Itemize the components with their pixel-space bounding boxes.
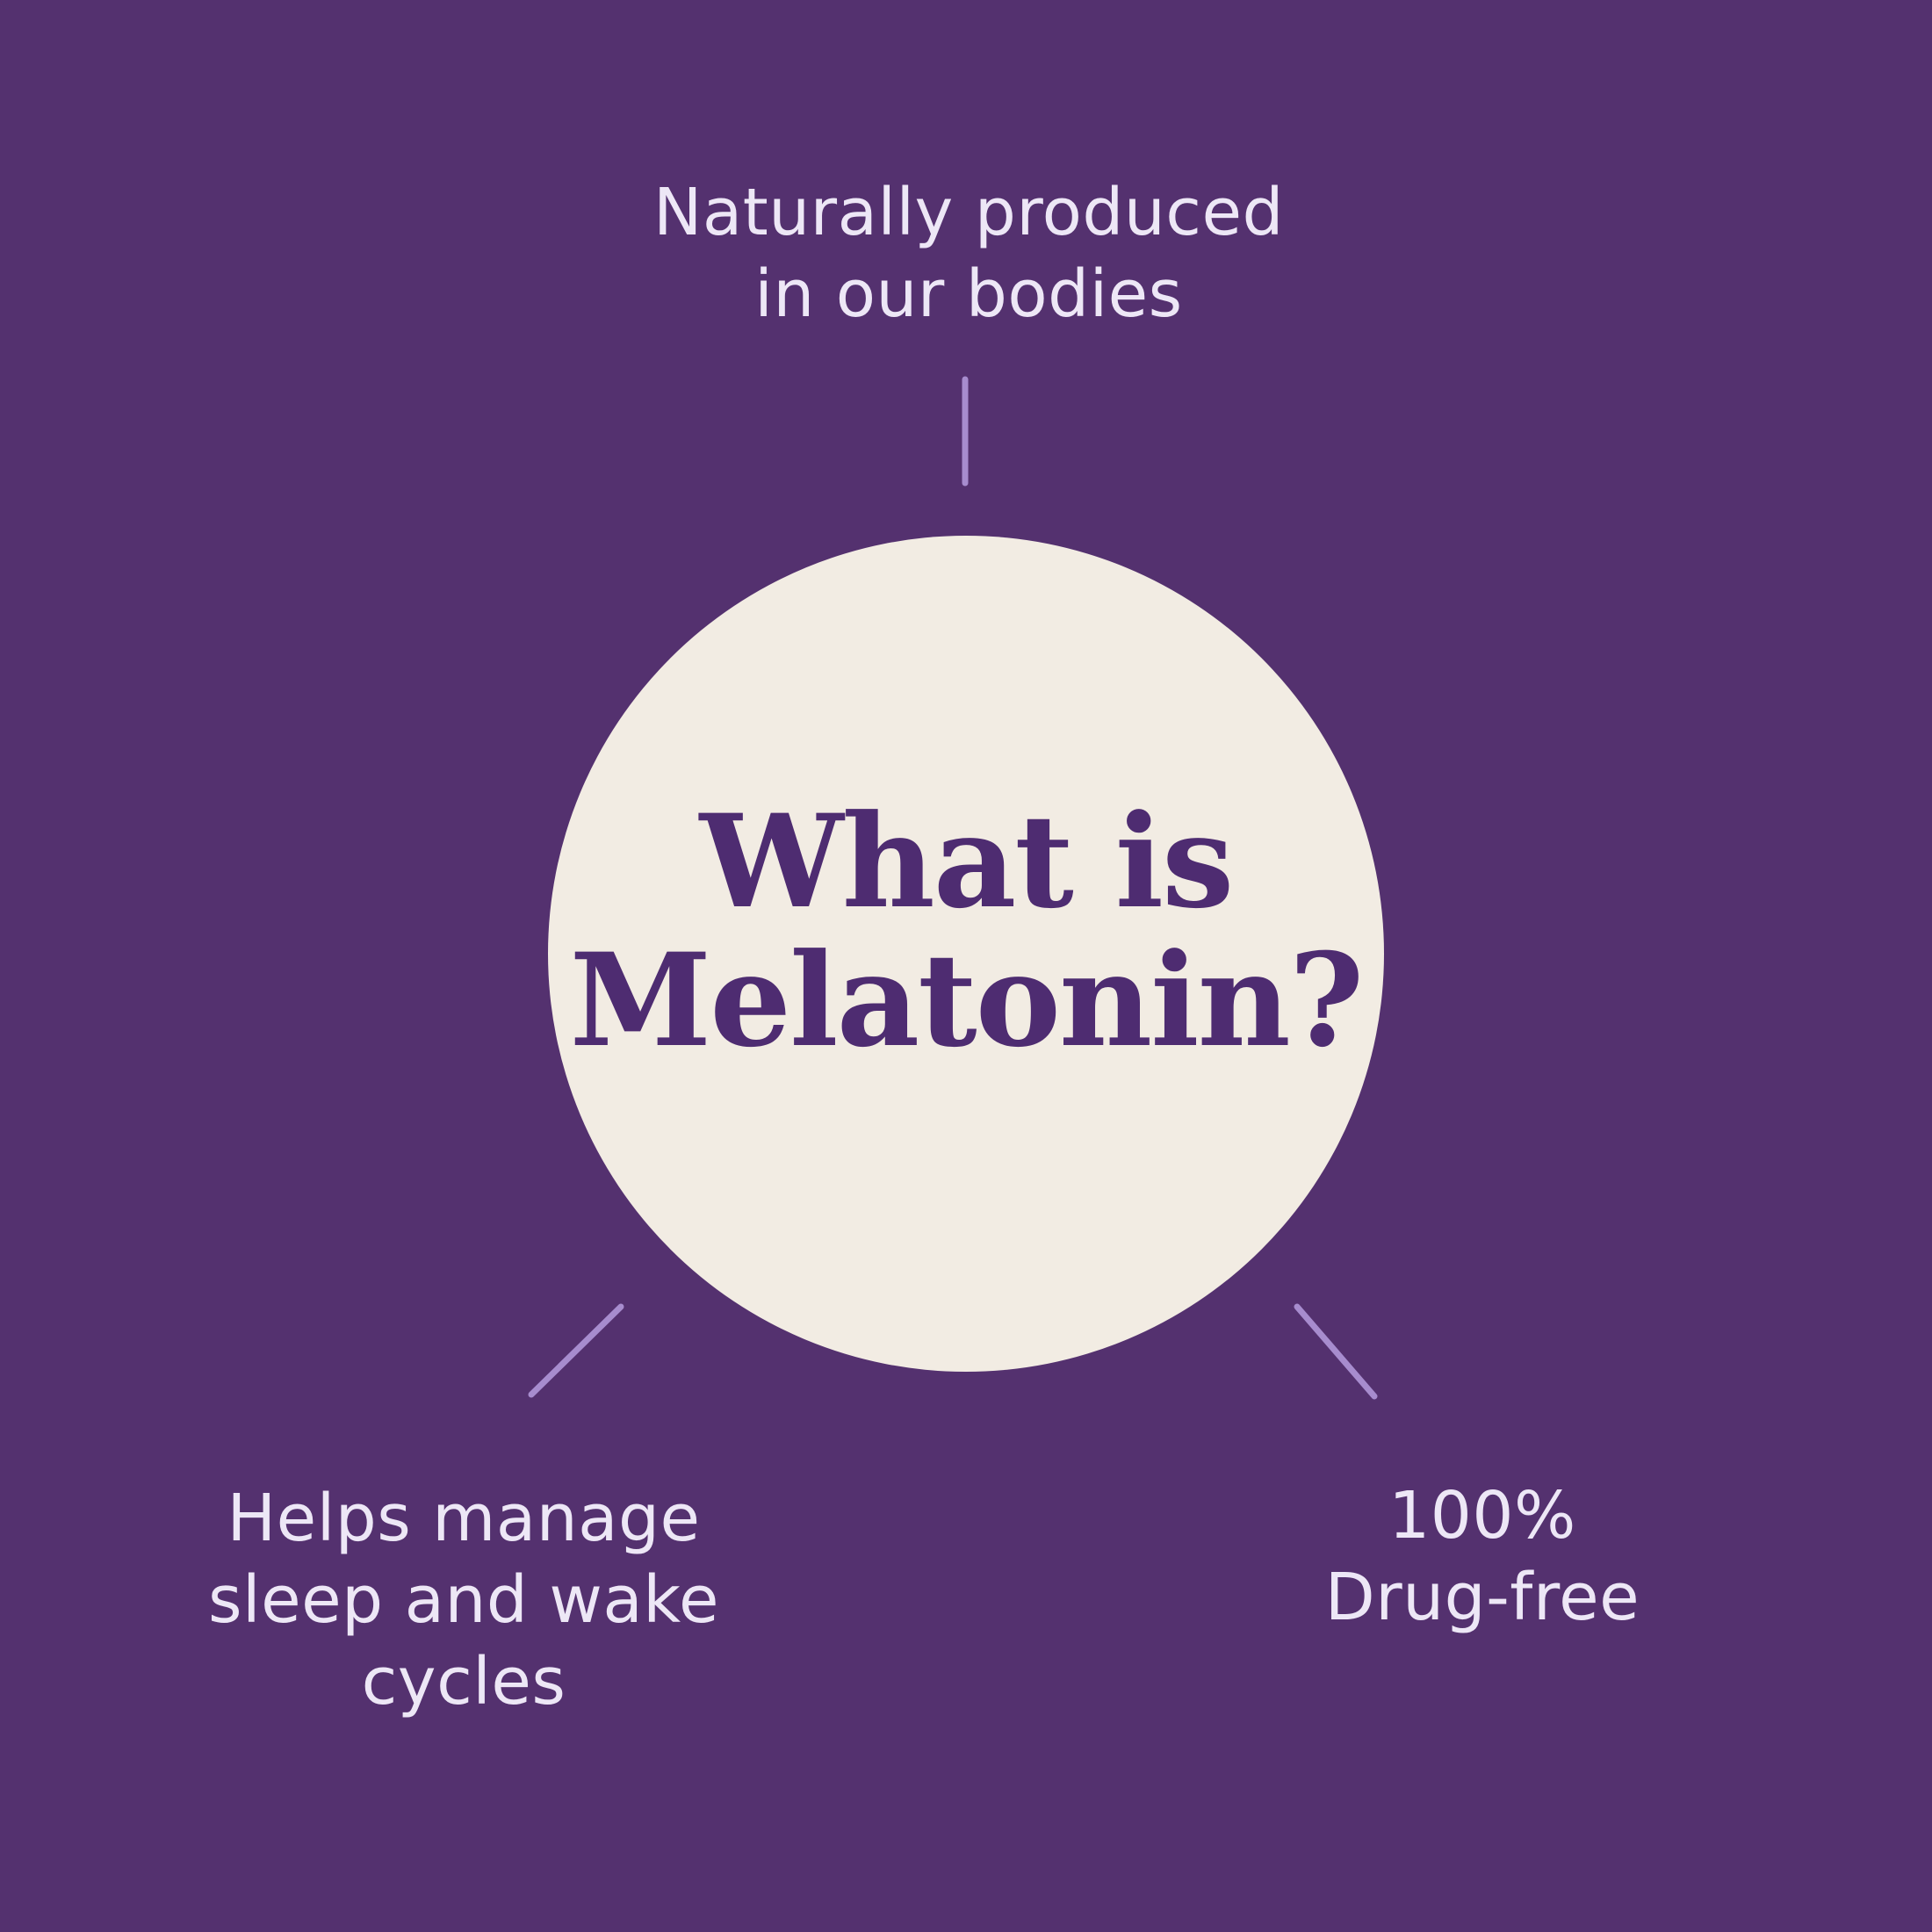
- label-line: Drug-free: [1324, 1560, 1640, 1635]
- connector-line-bottom-right: [1294, 1303, 1378, 1400]
- center-circle: [548, 536, 1384, 1372]
- label-line: in our bodies: [754, 256, 1183, 332]
- label-line: Naturally produced: [653, 175, 1284, 250]
- circle-title-line-1: What is: [699, 787, 1235, 937]
- label-bottom-right-drug-free: 100% Drug-free: [1325, 1475, 1640, 1639]
- connector-line-bottom-left: [528, 1303, 624, 1398]
- label-line: 100%: [1388, 1478, 1576, 1554]
- label-bottom-left-sleep-wake: Helps manage sleep and wake cycles: [208, 1478, 719, 1723]
- circle-title-line-2: Melatonin?: [569, 926, 1365, 1076]
- label-line: sleep and wake: [207, 1562, 720, 1638]
- circle-title: What is Melatonin?: [569, 787, 1365, 1076]
- label-line: cycles: [361, 1644, 566, 1719]
- label-line: Helps manage: [227, 1481, 701, 1556]
- label-top-naturally-produced: Naturally produced in our bodies: [653, 172, 1284, 335]
